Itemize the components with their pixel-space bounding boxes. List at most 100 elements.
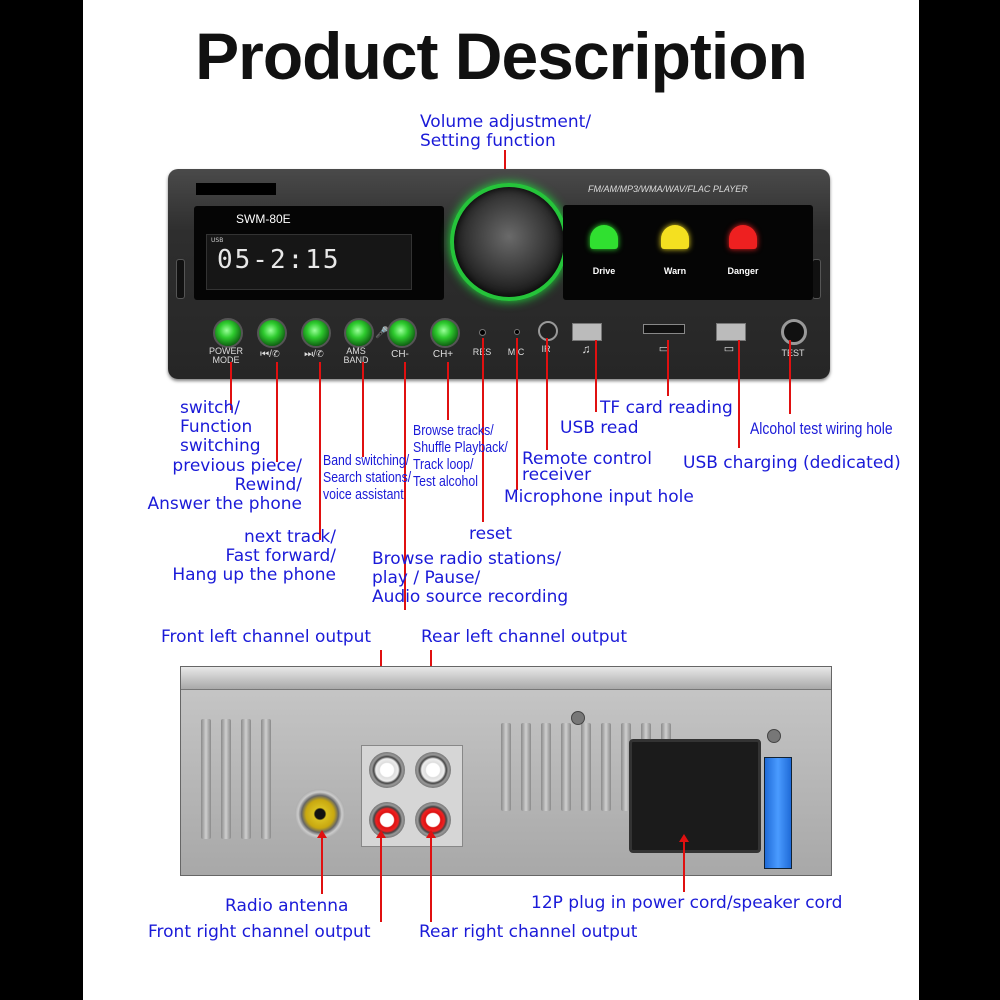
usb-charging-port[interactable] xyxy=(716,323,746,341)
tf-card-slot[interactable] xyxy=(643,324,685,334)
remote-pointer xyxy=(546,338,548,450)
next-icon: ⏭/✆ xyxy=(304,349,324,360)
rear-right-pointer xyxy=(430,836,432,922)
antenna-pointer xyxy=(321,836,323,894)
model-name: SWM-80E xyxy=(236,212,291,226)
usb-read-port[interactable] xyxy=(572,323,602,341)
front-right-rca[interactable] xyxy=(369,802,405,838)
lcd-display: USB 05-2:15 xyxy=(206,234,412,290)
res-label: RES xyxy=(468,348,496,357)
ch-plus-button[interactable] xyxy=(430,318,460,348)
volume-knob[interactable] xyxy=(450,183,568,301)
label-alcohol-test: Alcohol test wiring hole xyxy=(750,419,893,438)
browse-tracks-pointer xyxy=(447,362,449,420)
next-pointer xyxy=(319,362,321,540)
right-release-slot xyxy=(812,259,821,299)
plug-pointer xyxy=(683,840,685,892)
label-tf-card: TF card reading xyxy=(600,398,733,418)
switch-pointer xyxy=(230,362,232,410)
reset-hole[interactable] xyxy=(479,329,486,336)
vent xyxy=(621,723,631,811)
label-next-track: next track/Fast forward/Hang up the phon… xyxy=(172,527,336,585)
screw-icon xyxy=(571,711,585,725)
previous-icon: ⏮/✆ xyxy=(260,349,280,360)
label-volume-adjustment: Volume adjustment/Setting function xyxy=(420,112,592,151)
previous-pointer xyxy=(276,362,278,462)
ch-plus-label: CH+ xyxy=(432,349,454,360)
screw-icon xyxy=(767,729,781,743)
rear-panel xyxy=(180,666,832,876)
band-pointer xyxy=(362,362,364,457)
usb-charging-pointer xyxy=(738,340,740,448)
vent xyxy=(601,723,611,811)
warn-light-label: Warn xyxy=(663,266,687,276)
iso-12p-plug[interactable] xyxy=(629,739,761,853)
label-usb-charging: USB charging (dedicated) xyxy=(683,453,901,473)
browse-radio-pointer xyxy=(404,362,406,610)
drive-light-label: Drive xyxy=(592,266,616,276)
vent xyxy=(241,719,251,839)
vent xyxy=(221,719,231,839)
usb-read-pointer xyxy=(595,340,597,412)
player-format-text: FM/AM/MP3/WMA/WAV/FLAC PLAYER xyxy=(588,184,748,194)
label-front-right: Front right channel output xyxy=(148,922,371,942)
drive-light-icon xyxy=(590,225,618,249)
previous-button[interactable] xyxy=(257,318,287,348)
label-front-left: Front left channel output xyxy=(161,627,372,647)
rear-top-edge xyxy=(181,667,831,690)
front-panel: FM/AM/MP3/WMA/WAV/FLAC PLAYER SWM-80E US… xyxy=(168,169,830,379)
rear-left-rca[interactable] xyxy=(415,752,451,788)
usb-indicator: USB xyxy=(211,237,224,244)
antenna-arrow xyxy=(317,830,327,838)
lcd-digits: 05-2:15 xyxy=(217,245,341,275)
left-release-slot xyxy=(176,259,185,299)
tf-card-pointer xyxy=(667,340,669,396)
label-usb-read: USB read xyxy=(560,418,639,438)
mic-hole xyxy=(514,329,520,335)
front-right-pointer xyxy=(380,836,382,922)
page-title: Product Description xyxy=(195,19,808,93)
danger-light-label: Danger xyxy=(727,266,759,276)
rear-right-arrow xyxy=(426,830,436,838)
ir-receiver xyxy=(538,321,558,341)
product-description-page: Product Description Volume adjustment/Se… xyxy=(83,0,919,1000)
label-rear-right: Rear right channel output xyxy=(419,922,638,942)
alcohol-pointer xyxy=(789,340,791,414)
alcohol-test-jack[interactable] xyxy=(781,319,807,345)
vent xyxy=(501,723,511,811)
power-mode-button[interactable] xyxy=(213,318,243,348)
fuse xyxy=(764,757,792,869)
front-left-rca[interactable] xyxy=(369,752,405,788)
label-12p-plug: 12P plug in power cord/speaker cord xyxy=(531,893,843,913)
cd-slot xyxy=(196,183,276,195)
vent xyxy=(521,723,531,811)
ch-minus-button[interactable] xyxy=(387,318,417,348)
label-previous: previous piece/Rewind/Answer the phone xyxy=(147,456,302,514)
reset-pointer xyxy=(482,338,484,522)
label-browse-tracks: Browse tracks/Shuffle Playback/Track loo… xyxy=(413,422,508,490)
vent xyxy=(201,719,211,839)
vent xyxy=(541,723,551,811)
label-rear-left: Rear left channel output xyxy=(421,627,628,647)
mic-icon: 🎤 xyxy=(375,326,389,339)
plug-arrow xyxy=(679,834,689,842)
music-note-icon: ♫ xyxy=(581,342,591,356)
label-band-switching: Band switching/Search stations/voice ass… xyxy=(323,452,412,503)
vent xyxy=(561,723,571,811)
next-button[interactable] xyxy=(301,318,331,348)
label-reset: reset xyxy=(469,524,513,544)
label-microphone: Microphone input hole xyxy=(504,487,694,507)
tf-card-icon: ▭ xyxy=(658,343,670,355)
front-right-arrow xyxy=(376,830,386,838)
ams-band-button[interactable] xyxy=(344,318,374,348)
battery-icon: ▭ xyxy=(723,343,735,355)
ch-minus-label: CH- xyxy=(391,349,409,360)
danger-light-icon xyxy=(729,225,757,249)
label-browse-radio: Browse radio stations/play / Pause/Audio… xyxy=(372,549,569,607)
warn-light-icon xyxy=(661,225,689,249)
vent xyxy=(581,723,591,811)
